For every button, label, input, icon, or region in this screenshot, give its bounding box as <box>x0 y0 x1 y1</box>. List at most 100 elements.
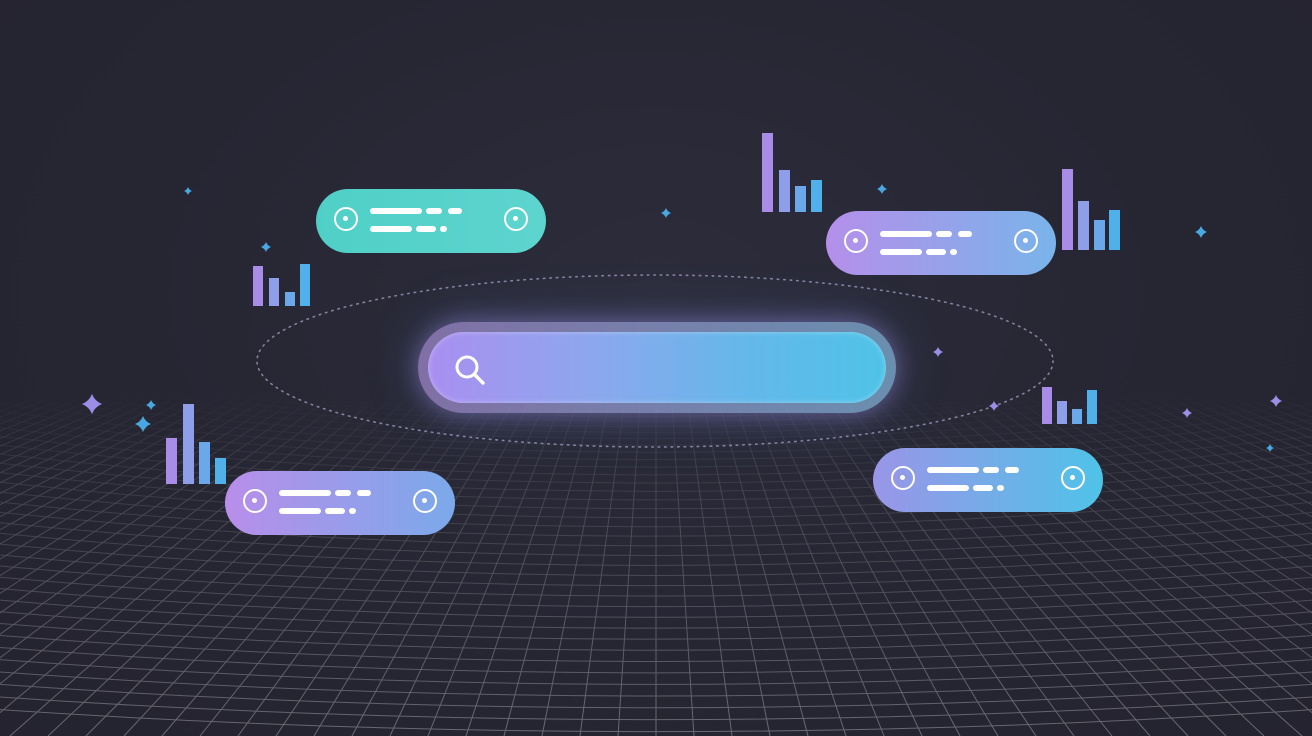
grid-line <box>790 389 999 736</box>
text-line <box>973 485 993 491</box>
grid-line <box>910 389 1303 736</box>
text-line <box>983 467 999 473</box>
grid-line <box>1165 389 1312 456</box>
grid-line <box>925 389 1312 714</box>
text-line <box>927 467 979 473</box>
target-icon <box>413 489 437 513</box>
sparkle-icon <box>933 347 943 357</box>
text-line <box>279 490 331 496</box>
grid-line <box>0 389 192 484</box>
grid-line <box>0 389 207 494</box>
search-bar-inner[interactable] <box>428 332 886 405</box>
text-line <box>448 208 462 214</box>
grid-line <box>0 389 342 635</box>
grid-line <box>123 389 447 736</box>
sparkle-icon <box>1266 444 1274 452</box>
result-card-teal[interactable] <box>316 189 546 253</box>
grid-line <box>0 389 357 659</box>
bar-chart-icon <box>762 133 822 212</box>
grid-line <box>0 389 387 714</box>
grid-line <box>1015 389 1312 577</box>
grid-line <box>541 389 612 736</box>
grid-line <box>0 389 177 474</box>
sparkle-icon <box>261 242 271 252</box>
grid-line <box>1075 389 1312 518</box>
sparkle-icon <box>1270 395 1282 407</box>
grid-line <box>1090 389 1312 506</box>
text-line <box>950 249 957 255</box>
text-line <box>416 226 436 232</box>
bar-chart-icon <box>253 264 310 306</box>
text-line <box>880 231 932 237</box>
grid-line <box>389 389 552 736</box>
sparkle-icon <box>989 401 999 411</box>
text-line <box>997 485 1004 491</box>
grid-line <box>0 389 237 518</box>
grid-line <box>503 389 597 736</box>
grid-line <box>955 389 1312 659</box>
text-line <box>370 208 422 214</box>
target-icon <box>504 207 528 231</box>
grid-line <box>670 389 695 736</box>
grid-line <box>775 389 961 736</box>
text-line <box>927 485 969 491</box>
text-line <box>440 226 447 232</box>
sparkle-icon <box>82 394 102 414</box>
grid-line <box>465 389 582 736</box>
target-icon <box>1014 229 1038 253</box>
grid-line <box>1135 389 1312 474</box>
target-icon <box>844 229 868 253</box>
result-card-blue-right[interactable] <box>873 448 1103 512</box>
grid-line <box>745 389 885 736</box>
grid-line <box>1000 389 1312 595</box>
grid-line <box>1120 389 1312 484</box>
grid-line <box>275 389 507 736</box>
grid-line <box>313 389 522 736</box>
grid-line <box>237 389 492 736</box>
grid-line <box>0 389 162 464</box>
grid-line <box>1060 389 1312 531</box>
grid-line <box>940 389 1312 685</box>
grid-line <box>199 389 477 736</box>
grid-line <box>0 389 222 506</box>
grid-line <box>805 389 1037 736</box>
grid-line <box>161 389 462 736</box>
text-line <box>1005 467 1019 473</box>
grid-line <box>85 389 432 736</box>
sparkle-icon <box>1182 408 1192 418</box>
grid-line <box>985 389 1312 614</box>
text-line <box>325 508 345 514</box>
search-input[interactable] <box>502 332 866 405</box>
grid-line <box>835 389 1113 736</box>
target-icon <box>243 489 267 513</box>
sparkle-icon <box>135 416 151 432</box>
bar-chart-icon <box>1042 387 1097 424</box>
sparkle-icon <box>146 400 156 410</box>
text-line <box>349 508 356 514</box>
text-line <box>335 490 351 496</box>
sparkle-icon <box>877 184 887 194</box>
target-icon <box>334 207 358 231</box>
grid-line <box>895 389 1265 736</box>
sparkle-icon <box>1195 226 1207 238</box>
text-line <box>426 208 442 214</box>
grid-line <box>427 389 567 736</box>
grid-line <box>0 389 147 456</box>
result-card-purple-left[interactable] <box>225 471 455 535</box>
grid-line <box>0 389 252 531</box>
grid-line <box>730 389 847 736</box>
grid-line <box>0 389 327 614</box>
grid-line <box>820 389 1075 736</box>
search-bar[interactable] <box>418 322 896 413</box>
search-icon[interactable] <box>454 354 486 386</box>
text-line <box>880 249 922 255</box>
grid-line <box>880 389 1227 736</box>
grid-line <box>700 389 771 736</box>
grid-line <box>1030 389 1312 560</box>
text-line <box>357 490 371 496</box>
text-line <box>370 226 412 232</box>
result-card-purple-right[interactable] <box>826 211 1056 275</box>
grid-line <box>970 389 1312 635</box>
